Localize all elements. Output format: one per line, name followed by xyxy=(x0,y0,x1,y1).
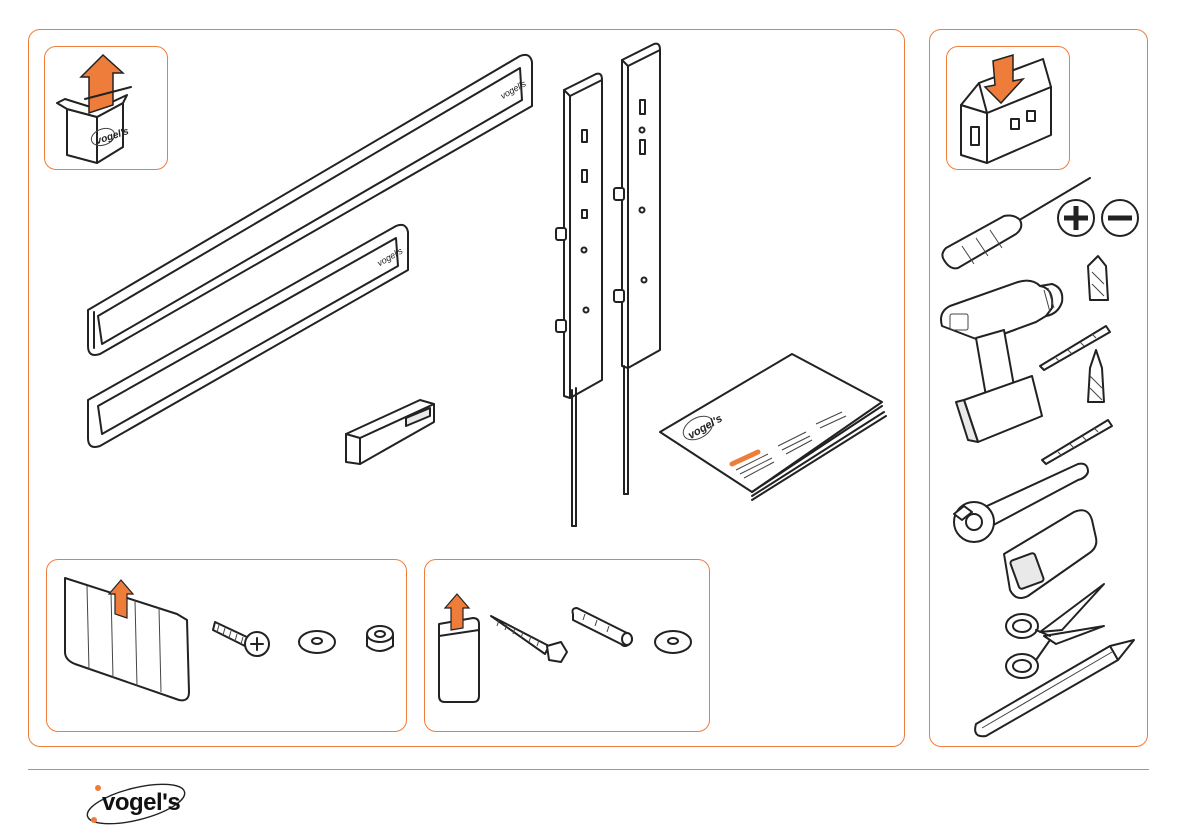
end-cap xyxy=(340,392,440,472)
manual-booklet: vogel's xyxy=(656,350,896,500)
logo-text: vogel's xyxy=(102,789,180,817)
wall-plug xyxy=(569,606,639,656)
bag-unpack-arrow-up-icon xyxy=(433,590,493,740)
bag-unpack-arrow-up-icon xyxy=(59,572,209,722)
vertical-bracket-left xyxy=(552,70,612,530)
plus-symbol xyxy=(1056,198,1100,242)
footer-rule xyxy=(28,769,1149,770)
bag-panel-a xyxy=(46,559,407,732)
vogels-logo: vogel's xyxy=(80,780,200,826)
pencil xyxy=(970,638,1140,738)
house-install-arrow-down-icon xyxy=(947,47,1071,171)
minus-symbol xyxy=(1100,198,1144,242)
drill-bit-long xyxy=(1038,416,1118,466)
bag-panel-b xyxy=(424,559,710,732)
wood-screw xyxy=(489,612,579,672)
install-tile xyxy=(946,46,1070,170)
machine-screw xyxy=(213,612,277,662)
drill-bit xyxy=(1084,254,1114,304)
washer xyxy=(653,628,693,658)
washer xyxy=(297,628,337,658)
spacer xyxy=(363,624,397,658)
drill-bit xyxy=(1082,348,1112,408)
